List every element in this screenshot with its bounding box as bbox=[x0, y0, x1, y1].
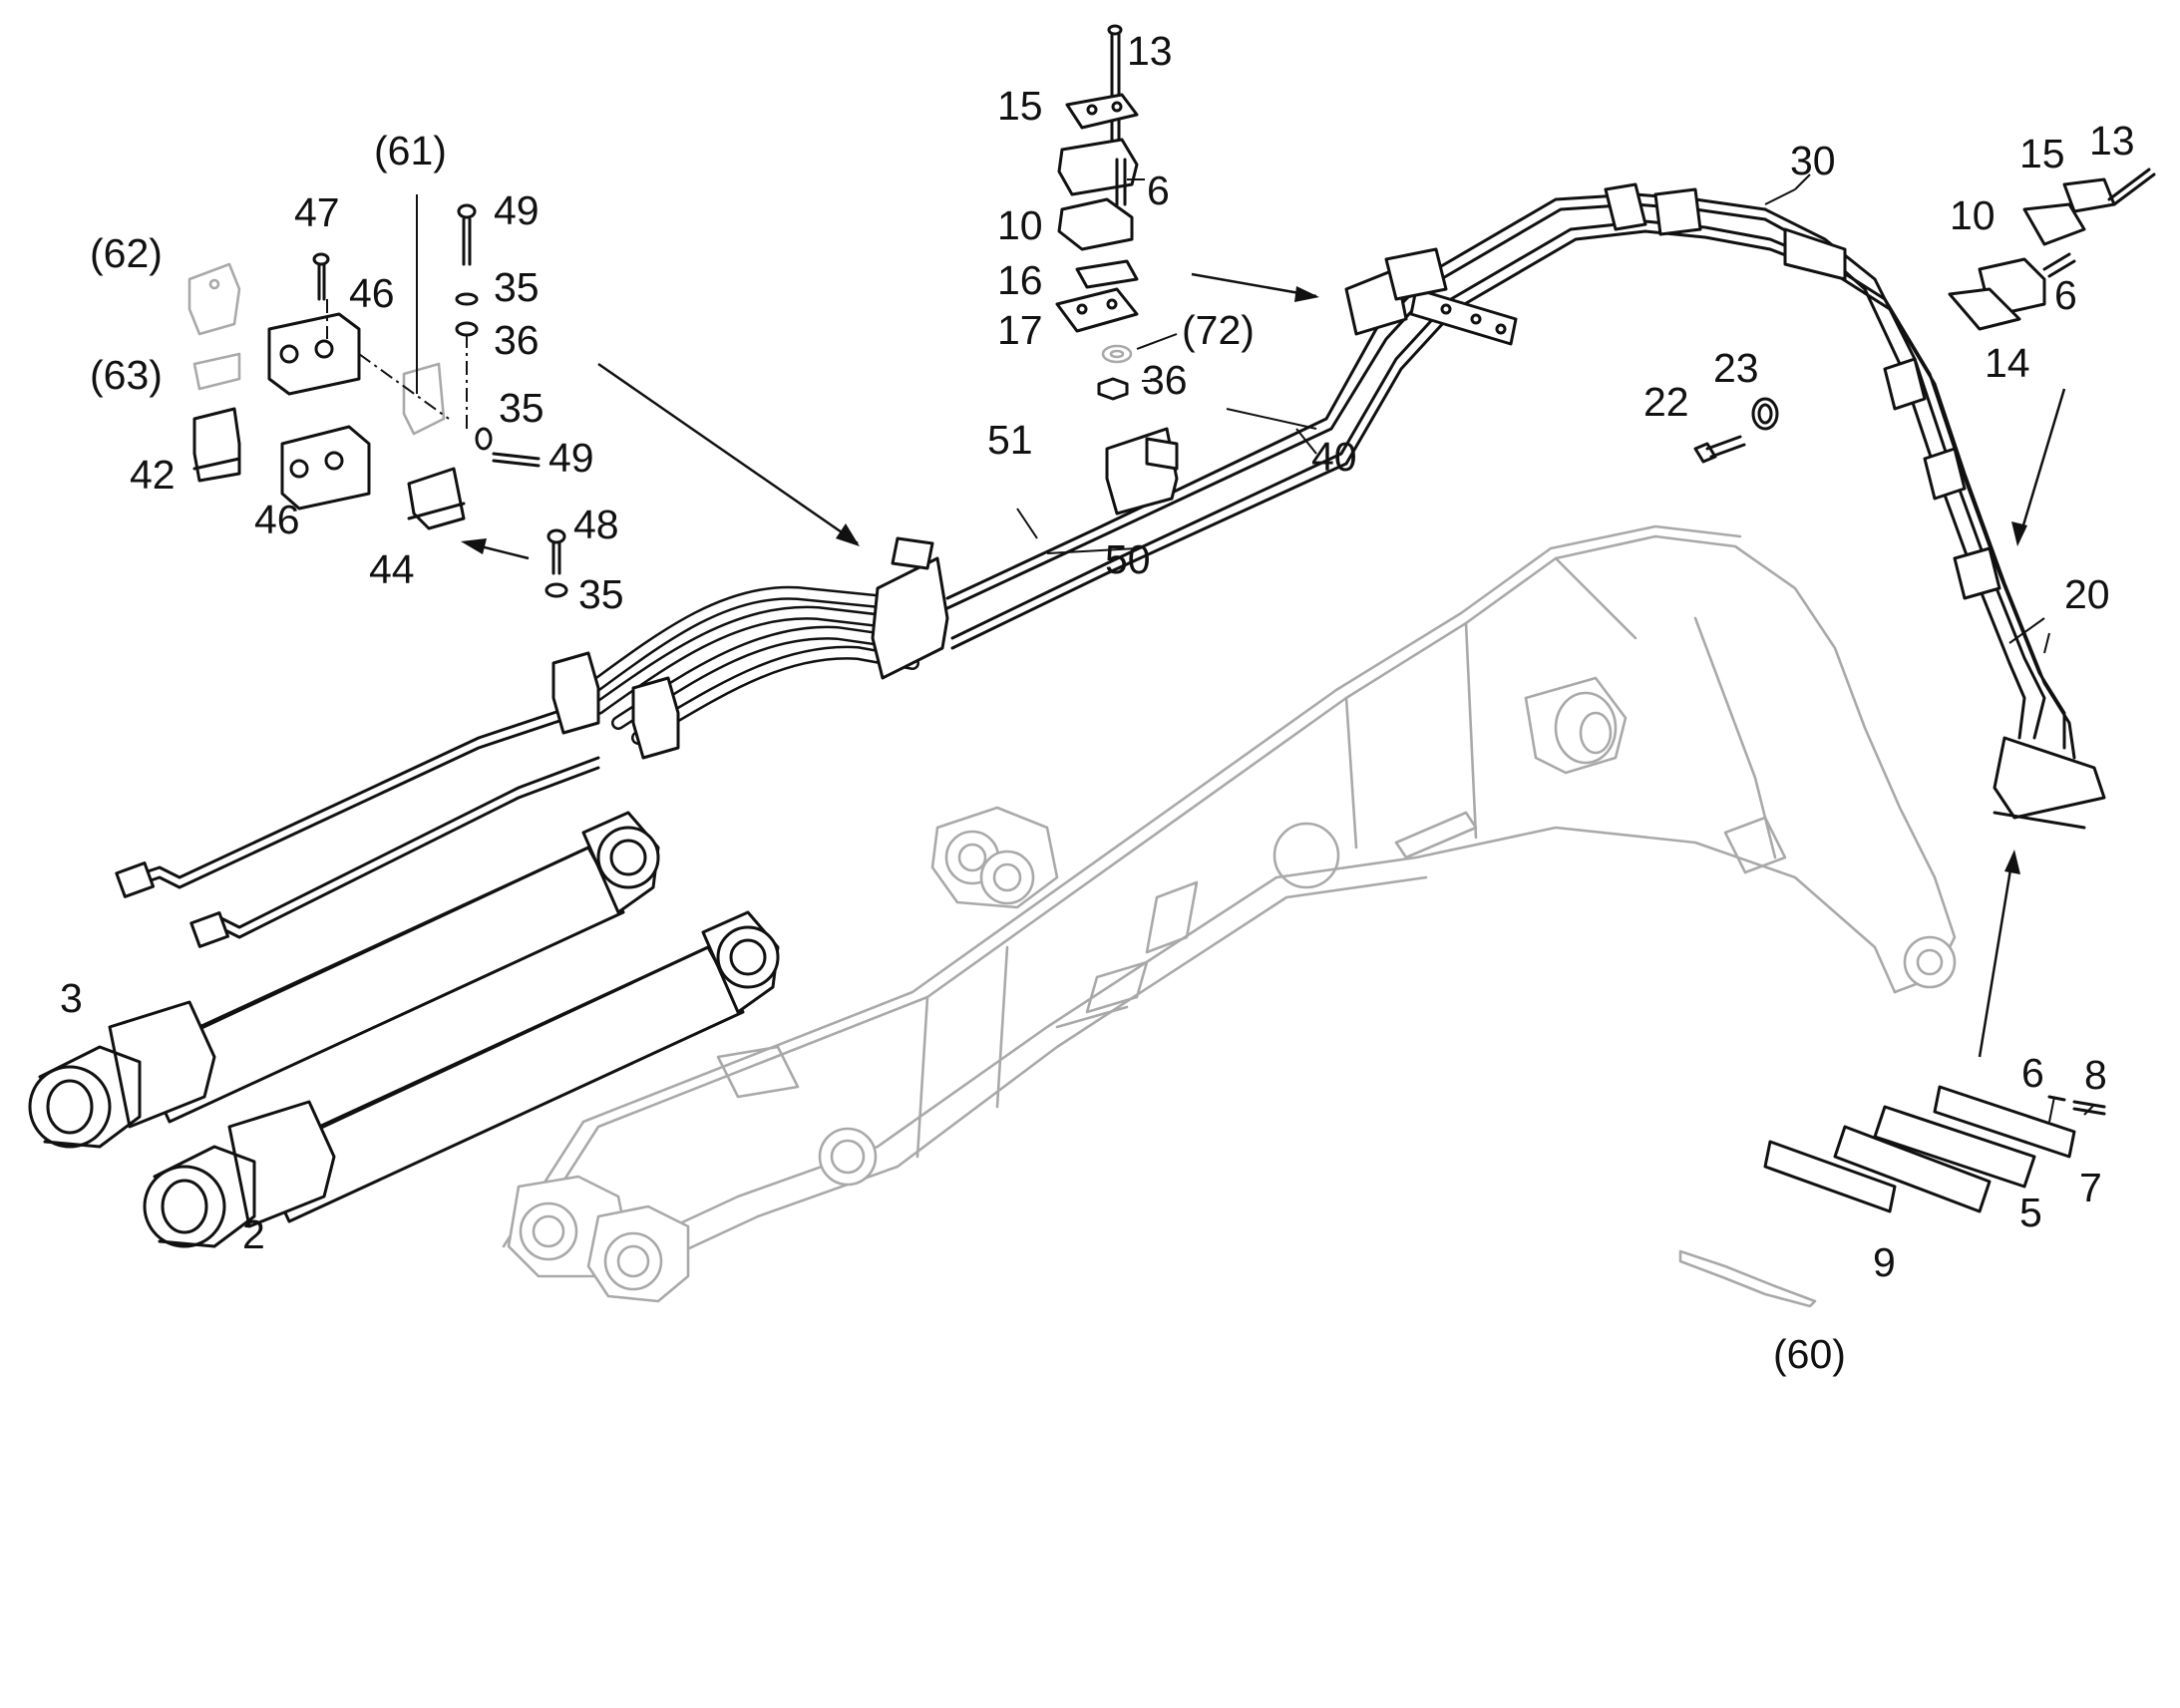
label-8: 8 bbox=[2084, 1052, 2107, 1098]
label-16: 16 bbox=[997, 257, 1043, 303]
label-6-bottom: 6 bbox=[2021, 1050, 2044, 1096]
label-40: 40 bbox=[1311, 434, 1357, 480]
label-63: (63) bbox=[90, 352, 163, 398]
label-20: 20 bbox=[2064, 571, 2110, 617]
label-22: 22 bbox=[1643, 379, 1689, 425]
cylinder-3 bbox=[28, 811, 660, 1149]
label-14: 14 bbox=[1985, 340, 2030, 386]
tube-clamps bbox=[551, 182, 2106, 830]
label-42: 42 bbox=[130, 452, 176, 498]
clamp-assembly-right bbox=[1948, 168, 2156, 331]
label-15-top: 15 bbox=[997, 83, 1043, 129]
plates-lower-right bbox=[1678, 1085, 2106, 1308]
label-72: (72) bbox=[1182, 307, 1255, 353]
label-6-right: 6 bbox=[2054, 272, 2077, 318]
label-35-a: 35 bbox=[494, 264, 540, 310]
label-15-right: 15 bbox=[2019, 131, 2065, 176]
label-5: 5 bbox=[2019, 1190, 2042, 1235]
label-35-b: 35 bbox=[499, 385, 545, 431]
bolt-22-seal-23 bbox=[1693, 397, 1779, 464]
label-49-bottom: 49 bbox=[548, 435, 594, 481]
label-36-top: 36 bbox=[1142, 357, 1188, 403]
label-62: (62) bbox=[90, 230, 163, 276]
label-9: 9 bbox=[1873, 1239, 1896, 1285]
label-35-c: 35 bbox=[578, 571, 624, 617]
label-10-right: 10 bbox=[1950, 192, 1996, 238]
label-7: 7 bbox=[2079, 1165, 2102, 1210]
label-46-top: 46 bbox=[349, 270, 395, 316]
leader-lines bbox=[416, 173, 2095, 1123]
label-2: 2 bbox=[242, 1211, 265, 1257]
label-30: 30 bbox=[1790, 138, 1836, 183]
label-3: 3 bbox=[60, 975, 83, 1021]
label-60: (60) bbox=[1773, 1331, 1846, 1377]
label-10-top: 10 bbox=[997, 202, 1043, 248]
label-17: 17 bbox=[997, 307, 1043, 353]
label-47: 47 bbox=[294, 189, 340, 235]
label-23: 23 bbox=[1713, 345, 1759, 391]
label-6-top: 6 bbox=[1147, 168, 1170, 213]
cylinder-2 bbox=[143, 910, 780, 1248]
label-13-right: 13 bbox=[2089, 118, 2135, 164]
label-48: 48 bbox=[573, 502, 619, 547]
clamp-assembly-top bbox=[1055, 24, 1139, 401]
part-labels: 13 15 6 10 16 17 (72) 36 30 15 13 10 6 1… bbox=[60, 28, 2135, 1377]
label-50: 50 bbox=[1105, 536, 1151, 582]
direction-arrows bbox=[461, 272, 2066, 1058]
label-61: (61) bbox=[374, 128, 447, 173]
boom-ghost bbox=[502, 524, 1957, 1303]
label-46-bottom: 46 bbox=[254, 497, 300, 542]
bracket-assembly-left bbox=[187, 203, 568, 598]
label-13-top: 13 bbox=[1127, 28, 1173, 74]
label-49-top: 49 bbox=[494, 187, 540, 233]
label-36-left: 36 bbox=[494, 317, 540, 363]
label-51: 51 bbox=[987, 417, 1033, 463]
label-44: 44 bbox=[369, 546, 415, 592]
